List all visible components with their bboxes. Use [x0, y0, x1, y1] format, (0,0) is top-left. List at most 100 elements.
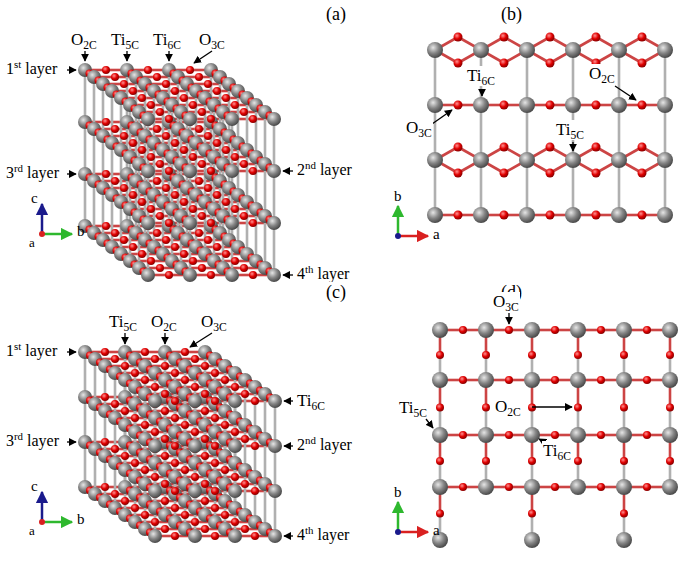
o-atom: [141, 348, 149, 356]
o-atom: [638, 169, 647, 178]
o-atom: [592, 169, 601, 178]
o-atom: [241, 525, 249, 533]
o-atom: [240, 160, 248, 168]
o-atom: [638, 33, 647, 42]
o-atom: [162, 80, 170, 88]
o-atom: [597, 326, 605, 334]
o-atom: [546, 101, 555, 110]
bond: [434, 50, 437, 105]
o-atom: [482, 404, 490, 412]
ti-atom: [228, 484, 242, 498]
o-atom: [454, 33, 463, 42]
o-atom: [207, 167, 215, 175]
o-atom: [620, 404, 628, 412]
ti-atom: [519, 42, 535, 58]
o-atom: [546, 143, 555, 152]
o-atom: [181, 466, 189, 474]
o-atom: [165, 115, 173, 123]
o-atom: [620, 510, 628, 518]
leader-arrow: [126, 51, 127, 61]
o-atom: [201, 480, 209, 488]
o-atom: [156, 160, 164, 168]
ti-atom: [183, 216, 197, 230]
bond: [273, 119, 276, 171]
o-atom: [181, 376, 189, 384]
ti-atom: [565, 97, 581, 113]
ti-atom: [478, 322, 494, 338]
ti-atom: [141, 164, 155, 178]
ti-atom: [228, 439, 242, 453]
o-atom: [141, 376, 149, 384]
o-atom: [101, 483, 109, 491]
o-atom: [620, 351, 628, 359]
ti-atom: [148, 394, 162, 408]
o-atom: [500, 59, 509, 68]
o-atom: [249, 271, 257, 279]
o-atom: [161, 362, 169, 370]
o-atom: [162, 236, 170, 244]
ti-atom: [524, 427, 540, 443]
o-atom: [454, 59, 463, 68]
ti-atom: [141, 216, 155, 230]
o-atom: [240, 264, 248, 272]
o-atom: [436, 351, 444, 359]
o-atom: [213, 243, 221, 251]
ti-atom: [524, 372, 540, 388]
o-atom: [207, 115, 215, 123]
o-atom: [597, 431, 605, 439]
o-atom: [171, 243, 179, 251]
o-atom: [121, 497, 129, 505]
o-atom: [528, 457, 536, 465]
o-atom: [165, 167, 173, 175]
o-atom: [180, 250, 188, 258]
ti-atom: [611, 152, 627, 168]
ti-atom: [570, 322, 586, 338]
ti-atom: [657, 207, 673, 223]
o-atom: [171, 191, 179, 199]
o-atom: [551, 483, 559, 491]
o-atom: [111, 355, 119, 363]
o-atom: [592, 143, 601, 152]
o-atom: [204, 184, 212, 192]
ti-atom: [183, 164, 197, 178]
o-atom: [211, 414, 219, 422]
o-atom: [241, 435, 249, 443]
bond: [264, 216, 267, 268]
ti-atom: [611, 42, 627, 58]
ti-atom: [570, 427, 586, 443]
o-atom: [201, 452, 209, 460]
o-atom: [213, 139, 221, 147]
o-atom: [638, 143, 647, 152]
surface-top-view: [427, 33, 673, 224]
bond: [102, 188, 105, 240]
ti-atom: [188, 439, 202, 453]
ti-atom: [657, 42, 673, 58]
o-atom: [161, 525, 169, 533]
o-atom: [638, 101, 647, 110]
ti-atom: [662, 479, 678, 495]
o-atom: [592, 33, 601, 42]
slab-structure: [78, 63, 281, 282]
ti-atom: [141, 268, 155, 282]
o-atom: [180, 94, 188, 102]
leader-arrow: [67, 69, 76, 70]
o-atom: [198, 212, 206, 220]
o-atom: [597, 376, 605, 384]
o-atom: [528, 510, 536, 518]
o-atom: [111, 73, 119, 81]
o-atom: [546, 59, 555, 68]
o-atom: [251, 397, 259, 405]
bond: [255, 105, 258, 157]
o-atom: [151, 428, 159, 436]
o-atom: [191, 518, 199, 526]
ti-atom: [565, 42, 581, 58]
bond: [84, 70, 87, 122]
o-atom: [251, 442, 259, 450]
o-atom: [171, 414, 179, 422]
o-atom: [643, 483, 651, 491]
o-atom: [500, 211, 509, 220]
ti-atom: [616, 427, 632, 443]
o-atom: [500, 143, 509, 152]
o-atom: [482, 351, 490, 359]
o-atom: [201, 362, 209, 370]
